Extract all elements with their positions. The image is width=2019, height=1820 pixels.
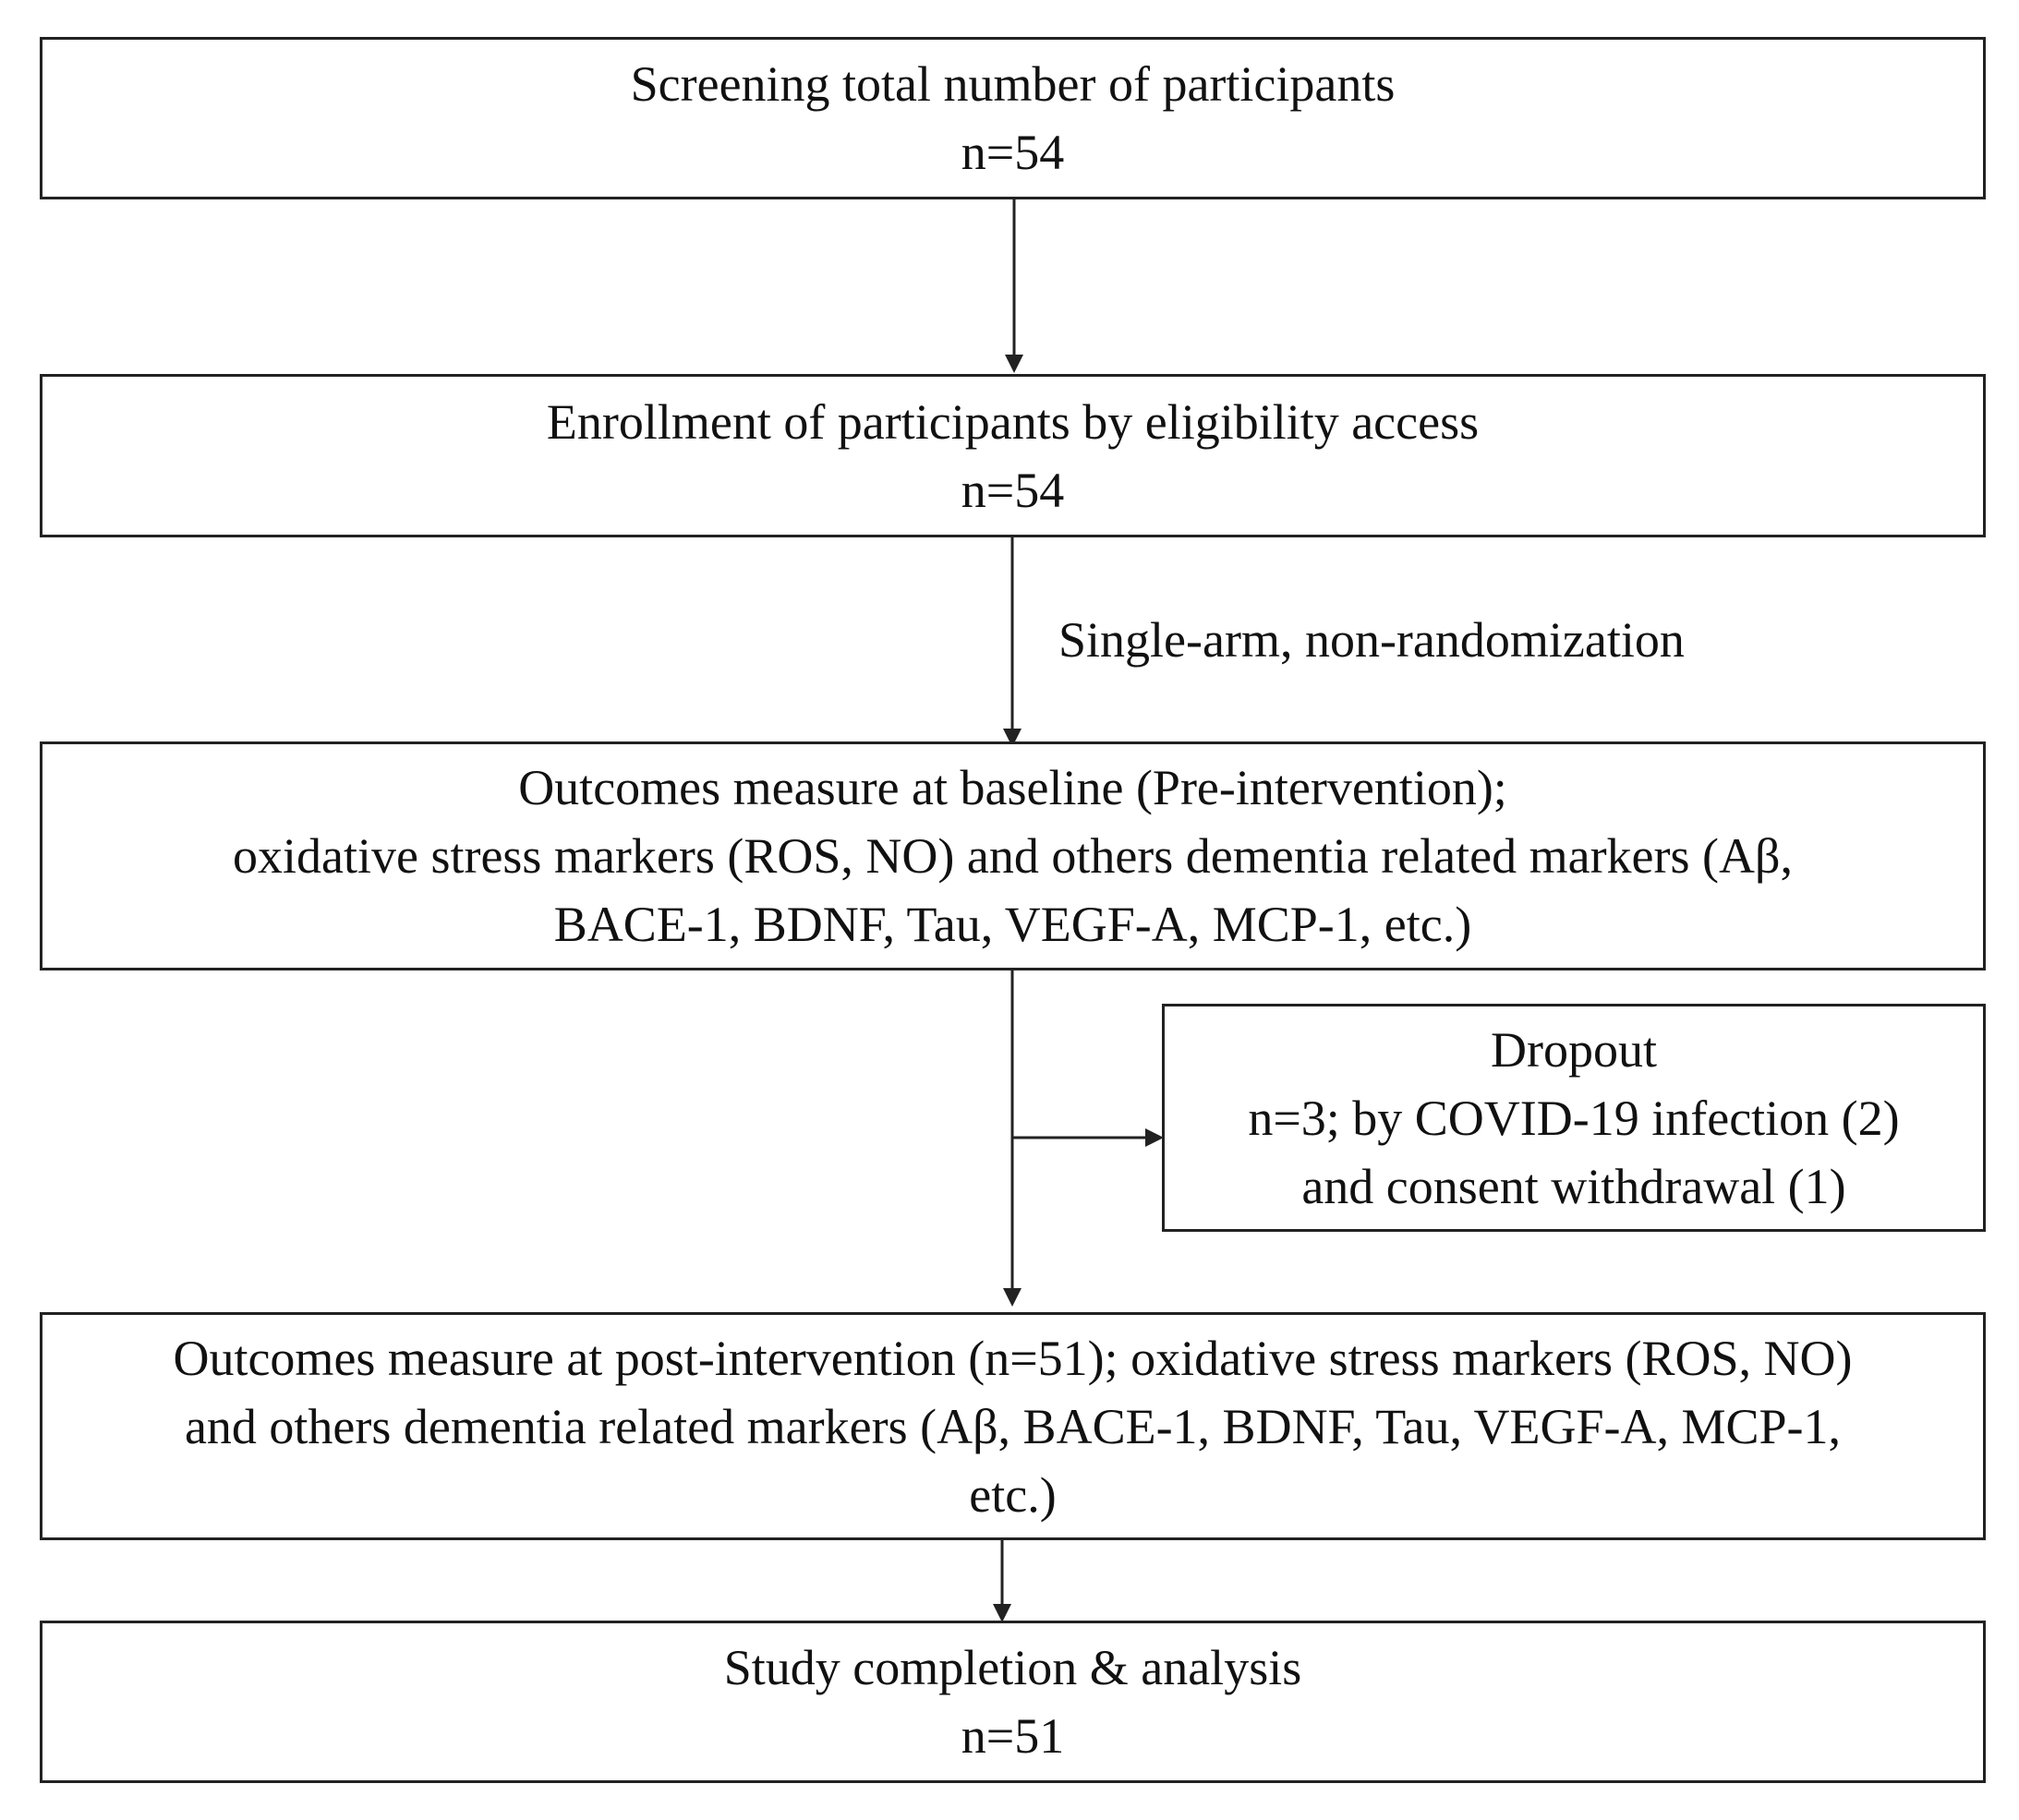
dropout-reason: and consent withdrawal (1)	[1301, 1158, 1846, 1214]
post-intervention-box: Outcomes measure at post-intervention (n…	[40, 1312, 1986, 1540]
baseline-line-2: oxidative stress markers (ROS, NO) and o…	[233, 828, 1793, 884]
post-line-3: etc.)	[969, 1466, 1057, 1523]
baseline-line-1: Outcomes measure at baseline (Pre-interv…	[518, 760, 1507, 815]
post-line-1: Outcomes measure at post-intervention (n…	[173, 1330, 1853, 1386]
arrowhead-post-to-completion	[993, 1604, 1011, 1622]
completion-title: Study completion & analysis	[723, 1640, 1302, 1695]
design-label: Single-arm, non-randomization	[1058, 612, 1685, 668]
arrowhead-to-dropout	[1145, 1128, 1164, 1147]
baseline-line-3: BACE-1, BDNF, Tau, VEGF-A, MCP-1, etc.)	[553, 897, 1472, 952]
arrowhead-screening-to-enrollment	[1005, 355, 1023, 373]
arrowhead-baseline-to-post	[1003, 1288, 1022, 1307]
baseline-box: Outcomes measure at baseline (Pre-interv…	[40, 741, 1986, 970]
enrollment-count: n=54	[961, 462, 1065, 518]
completion-box: Study completion & analysis n=51	[40, 1621, 1986, 1783]
enrollment-box: Enrollment of participants by eligibilit…	[40, 374, 1986, 537]
screening-count: n=54	[961, 125, 1065, 180]
screening-box: Screening total number of participants n…	[40, 37, 1986, 199]
completion-count: n=51	[961, 1708, 1065, 1764]
post-line-2: and others dementia related markers (Aβ,…	[184, 1398, 1842, 1454]
dropout-box: Dropout n=3; by COVID-19 infection (2) a…	[1162, 1004, 1986, 1232]
dropout-title: Dropout	[1491, 1021, 1657, 1078]
enrollment-title: Enrollment of participants by eligibilit…	[546, 393, 1480, 450]
dropout-count: n=3; by COVID-19 infection (2)	[1248, 1090, 1900, 1146]
screening-title: Screening total number of participants	[630, 56, 1396, 112]
